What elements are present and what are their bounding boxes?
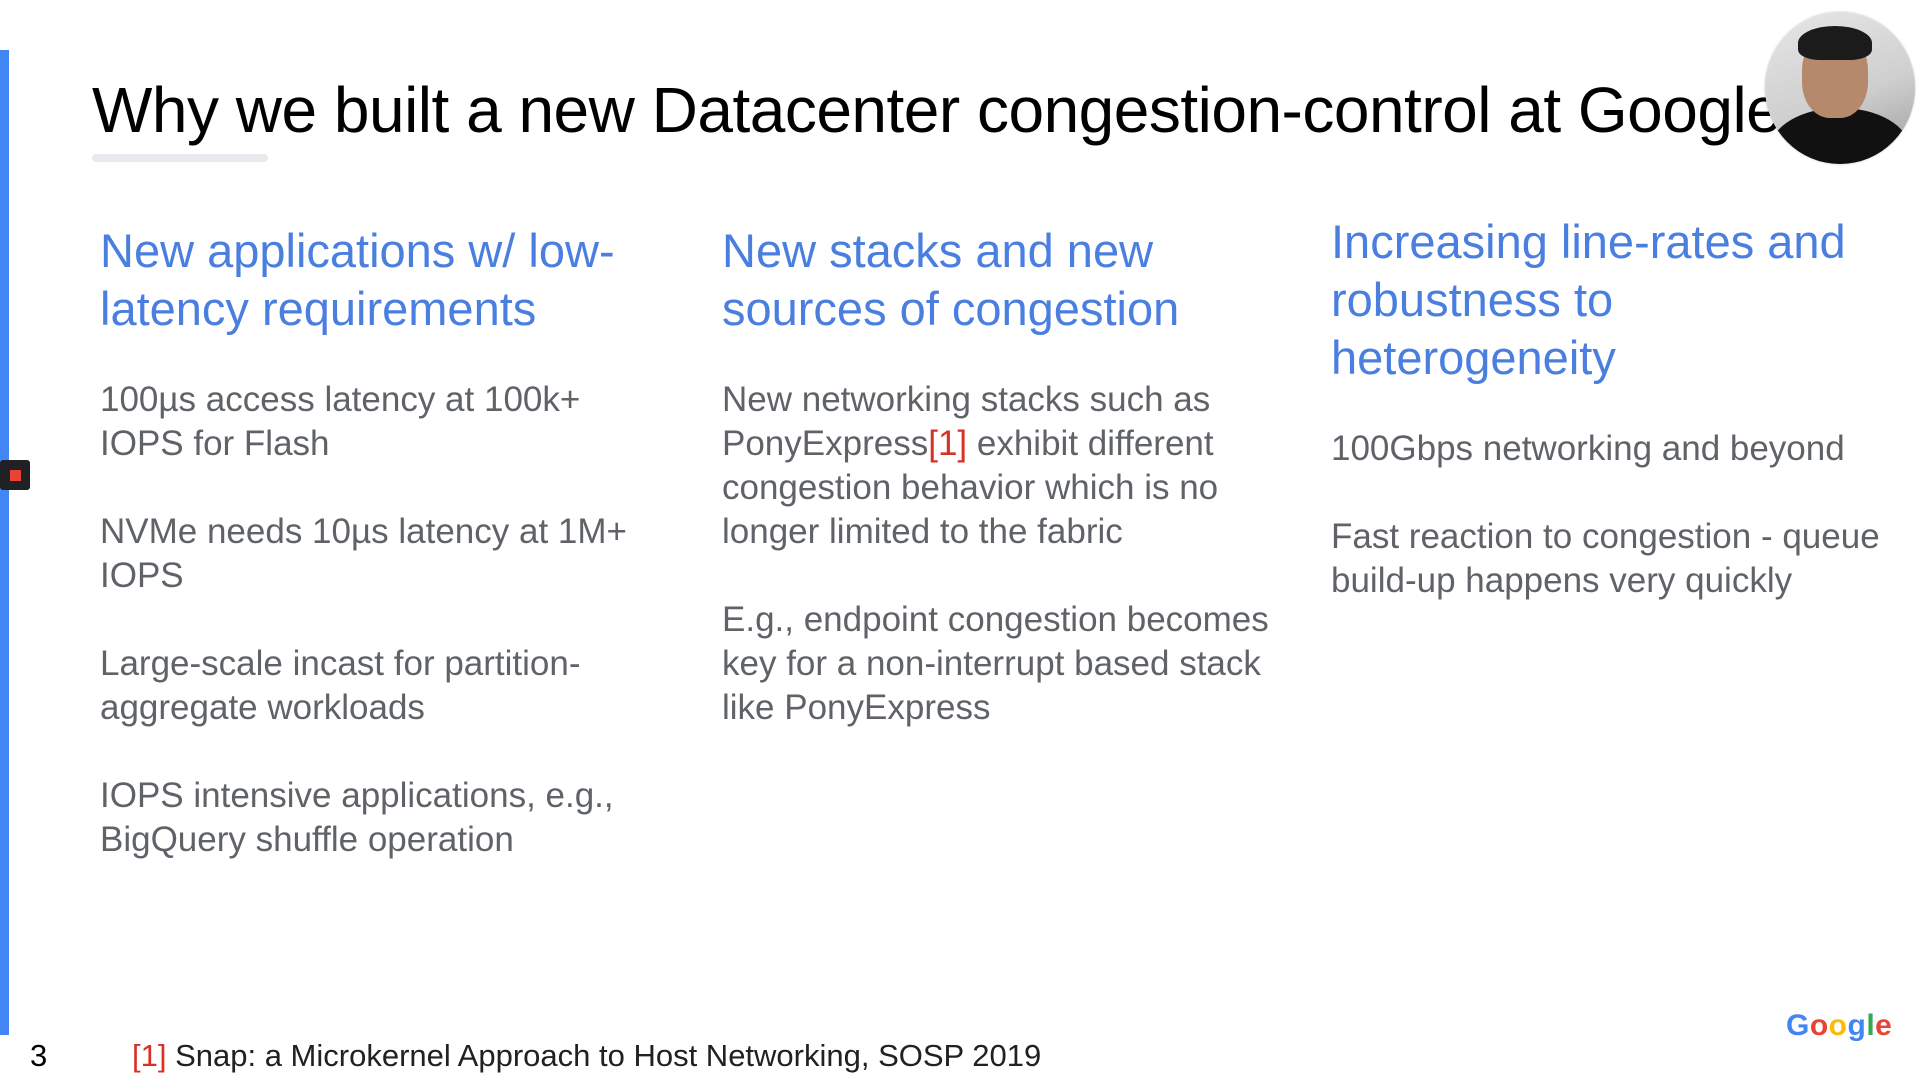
column-low-latency: New applications w/ low-latency requirem…	[100, 222, 660, 906]
slide-title: Why we built a new Datacenter congestion…	[92, 74, 1782, 146]
item-text: exhibit different congestion behavior wh…	[722, 424, 1219, 551]
logo-letter: g	[1847, 1009, 1867, 1042]
record-indicator-icon[interactable]	[0, 460, 30, 490]
logo-letter: e	[1875, 1009, 1893, 1042]
item-text: New networking stacks such as PonyExpres…	[722, 380, 1211, 463]
column-line-rates: Increasing line-rates and robustness to …	[1331, 213, 1901, 647]
footnote-ref: [1]	[132, 1038, 167, 1073]
footnote-text: Snap: a Microkernel Approach to Host Net…	[166, 1038, 1042, 1073]
column-heading: New stacks and new sources of congestion	[722, 224, 1180, 335]
column-heading: New applications w/ low-latency requirem…	[100, 224, 615, 335]
column-item: New networking stacks such as PonyExpres…	[722, 378, 1282, 554]
presenter-hair	[1798, 26, 1872, 60]
logo-letter: G	[1786, 1009, 1810, 1042]
slide-number: 3	[30, 1038, 48, 1073]
column-item: Large-scale incast for partition-aggrega…	[100, 644, 581, 727]
column-new-stacks: New stacks and new sources of congestion…	[722, 222, 1282, 774]
logo-letter: l	[1866, 1009, 1876, 1042]
column-heading: Increasing line-rates and robustness to …	[1331, 215, 1846, 384]
record-dot-icon	[10, 470, 21, 481]
left-accent-bar	[0, 50, 9, 1035]
logo-letter: o	[1828, 1009, 1848, 1042]
column-item: IOPS intensive applications, e.g., BigQu…	[100, 776, 614, 859]
column-item: Fast reaction to congestion - queue buil…	[1331, 517, 1880, 600]
logo-letter: o	[1809, 1009, 1829, 1042]
google-logo: Google	[1786, 1006, 1892, 1046]
footnote: [1] Snap: a Microkernel Approach to Host…	[132, 1036, 1041, 1076]
column-item: 100µs access latency at 100k+ IOPS for F…	[100, 380, 581, 463]
presenter-webcam-overlay	[1765, 12, 1915, 164]
citation-ref: [1]	[928, 424, 968, 463]
column-item: E.g., endpoint congestion becomes key fo…	[722, 600, 1269, 727]
title-underline	[92, 154, 268, 162]
column-item: 100Gbps networking and beyond	[1331, 429, 1845, 468]
column-item: NVMe needs 10µs latency at 1M+ IOPS	[100, 512, 627, 595]
